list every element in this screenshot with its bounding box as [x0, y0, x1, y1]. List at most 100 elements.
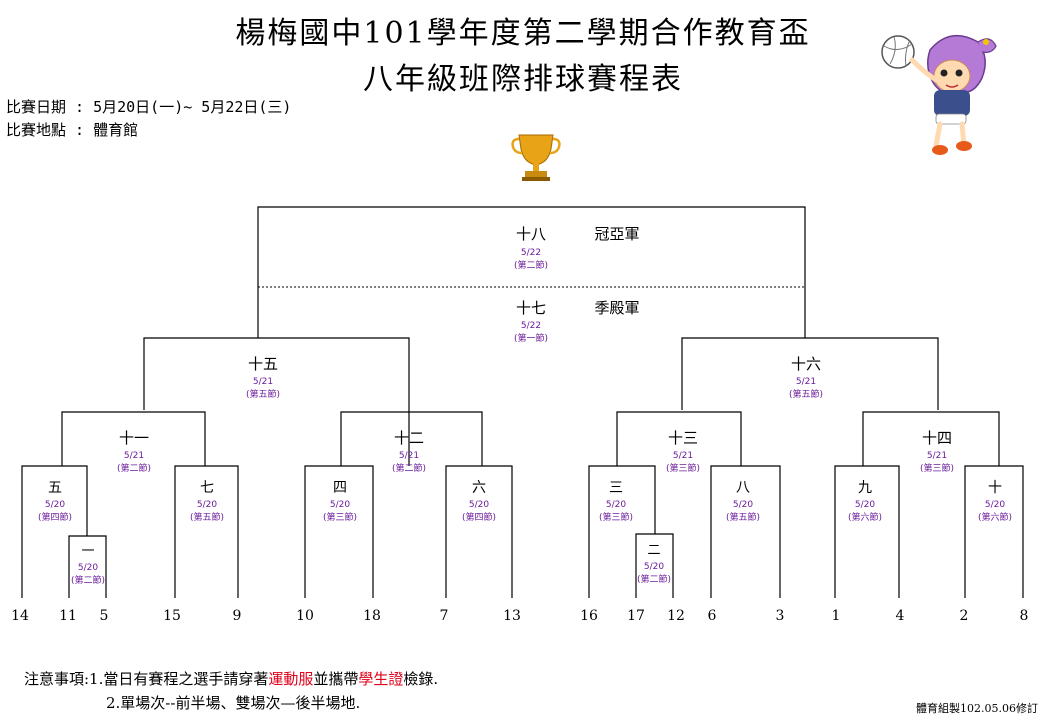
match-period-m5: (第四節) — [38, 511, 72, 523]
match-date-m13: 5/21 — [673, 451, 693, 461]
team-number: 2 — [960, 608, 969, 624]
notes-mid: 並攜帶 — [313, 670, 359, 688]
match-date-m6: 5/20 — [469, 500, 489, 510]
notes-suffix: 檢錄. — [403, 670, 439, 688]
final-match-label: 十八 — [516, 225, 546, 243]
match-date-m11: 5/21 — [124, 451, 144, 461]
notes-sportswear: 運動服 — [268, 670, 314, 688]
bracket-lines — [21, 206, 1024, 598]
bracket-m3 — [588, 465, 656, 598]
match-period-m2: (第二節) — [637, 573, 671, 585]
volleyball-girl-mascot-icon — [881, 34, 997, 155]
bracket-m4 — [304, 465, 374, 598]
footer-revision: 體育組製102.05.06修訂 — [916, 702, 1038, 715]
match-date-m5: 5/20 — [45, 500, 65, 510]
team-number: 7 — [440, 608, 449, 624]
match-date-m7: 5/20 — [197, 500, 217, 510]
match-period-m7: (第五節) — [190, 511, 224, 523]
third-place-label: 十七 — [516, 299, 546, 317]
notes-line-2: 2.單場次--前半場、雙場次—後半場地. — [106, 694, 361, 712]
trophy-icon — [511, 134, 561, 181]
third-place-period: (第一節) — [514, 332, 548, 344]
bracket-m9 — [834, 465, 900, 598]
team-number: 16 — [580, 608, 598, 624]
team-number: 4 — [896, 608, 905, 624]
bracket-m14 — [862, 411, 1000, 466]
match-label-m14: 十四 — [922, 429, 952, 447]
team-number: 5 — [100, 608, 109, 624]
bracket-m7 — [174, 465, 239, 598]
match-period-m12: (第二節) — [392, 462, 426, 474]
match-period-m8: (第五節) — [726, 511, 760, 523]
match-date-m8: 5/20 — [733, 500, 753, 510]
match-period-m3: (第三節) — [599, 511, 633, 523]
notes-prefix: 注意事項:1.當日有賽程之選手請穿著 — [24, 670, 269, 688]
match-period-m4: (第三節) — [323, 511, 357, 523]
match-label-m11: 十一 — [119, 429, 149, 447]
third-place-title: 季殿軍 — [594, 299, 639, 317]
match-date-m1: 5/20 — [78, 563, 98, 573]
bracket-m13 — [616, 411, 742, 466]
match-date-m15: 5/21 — [253, 377, 273, 387]
bracket-final — [257, 206, 806, 338]
match-label-m9: 九 — [858, 480, 872, 496]
match-period-m1: (第二節) — [71, 574, 105, 586]
match-period-m9: (第六節) — [848, 511, 882, 523]
match-date-m10: 5/20 — [985, 500, 1005, 510]
bracket-m6 — [445, 465, 513, 598]
team-number: 8 — [1020, 608, 1029, 624]
team-number: 13 — [503, 608, 521, 624]
match-date-m4: 5/20 — [330, 500, 350, 510]
team-number: 11 — [59, 608, 77, 624]
match-labels: 十八冠亞軍5/22(第二節)十七季殿軍5/22(第一節)十五5/21(第五節)十… — [38, 225, 1012, 586]
match-period-m10: (第六節) — [978, 511, 1012, 523]
bracket-m15 — [143, 337, 410, 466]
bracket-m16 — [681, 337, 939, 410]
team-number: 10 — [296, 608, 314, 624]
final-match-period: (第二節) — [514, 259, 548, 271]
match-date-m2: 5/20 — [644, 562, 664, 572]
match-label-m16: 十六 — [791, 355, 821, 373]
match-label-m1: 一 — [81, 544, 94, 559]
third-place-date: 5/22 — [521, 321, 541, 331]
bracket-m2 — [635, 533, 674, 598]
bracket-m1 — [68, 535, 107, 598]
team-number: 18 — [363, 608, 381, 624]
notes-student-id: 學生證 — [358, 670, 404, 688]
team-number: 12 — [667, 608, 685, 624]
match-period-m16: (第五節) — [789, 388, 823, 400]
team-number: 14 — [11, 608, 29, 624]
bracket-m8 — [710, 465, 781, 598]
match-label-m7: 七 — [200, 480, 214, 496]
team-number: 1 — [832, 608, 841, 624]
match-label-m4: 四 — [333, 480, 347, 496]
final-match-title: 冠亞軍 — [594, 225, 639, 243]
final-match-date: 5/22 — [521, 248, 541, 258]
match-label-m2: 二 — [647, 543, 660, 558]
page-title: 楊梅國中101學年度第二學期合作教育盃 — [235, 16, 811, 51]
match-label-m10: 十 — [988, 480, 1002, 496]
team-number: 9 — [233, 608, 242, 624]
match-label-m5: 五 — [48, 480, 62, 496]
match-date-m12: 5/21 — [399, 451, 419, 461]
match-label-m12: 十二 — [394, 429, 424, 447]
match-period-m6: (第四節) — [462, 511, 496, 523]
page-subtitle: 八年級班際排球賽程表 — [363, 62, 683, 97]
match-date-info: 比賽日期 : 5月20日(一)~ 5月22日(三) — [6, 98, 292, 116]
team-number: 3 — [776, 608, 785, 624]
match-label-m3: 三 — [609, 480, 623, 496]
bracket-m12 — [340, 411, 483, 466]
match-period-m15: (第五節) — [246, 388, 280, 400]
notes-line-1: 注意事項:1.當日有賽程之選手請穿著運動服並攜帶學生證檢錄. — [24, 668, 438, 689]
match-date-m16: 5/21 — [796, 377, 816, 387]
match-label-m8: 八 — [736, 480, 750, 496]
match-period-m14: (第三節) — [920, 462, 954, 474]
bracket-m5 — [21, 465, 88, 598]
match-label-m6: 六 — [472, 480, 486, 496]
match-date-m14: 5/21 — [927, 451, 947, 461]
team-number: 17 — [627, 608, 645, 624]
match-date-m3: 5/20 — [606, 500, 626, 510]
team-number: 15 — [163, 608, 181, 624]
